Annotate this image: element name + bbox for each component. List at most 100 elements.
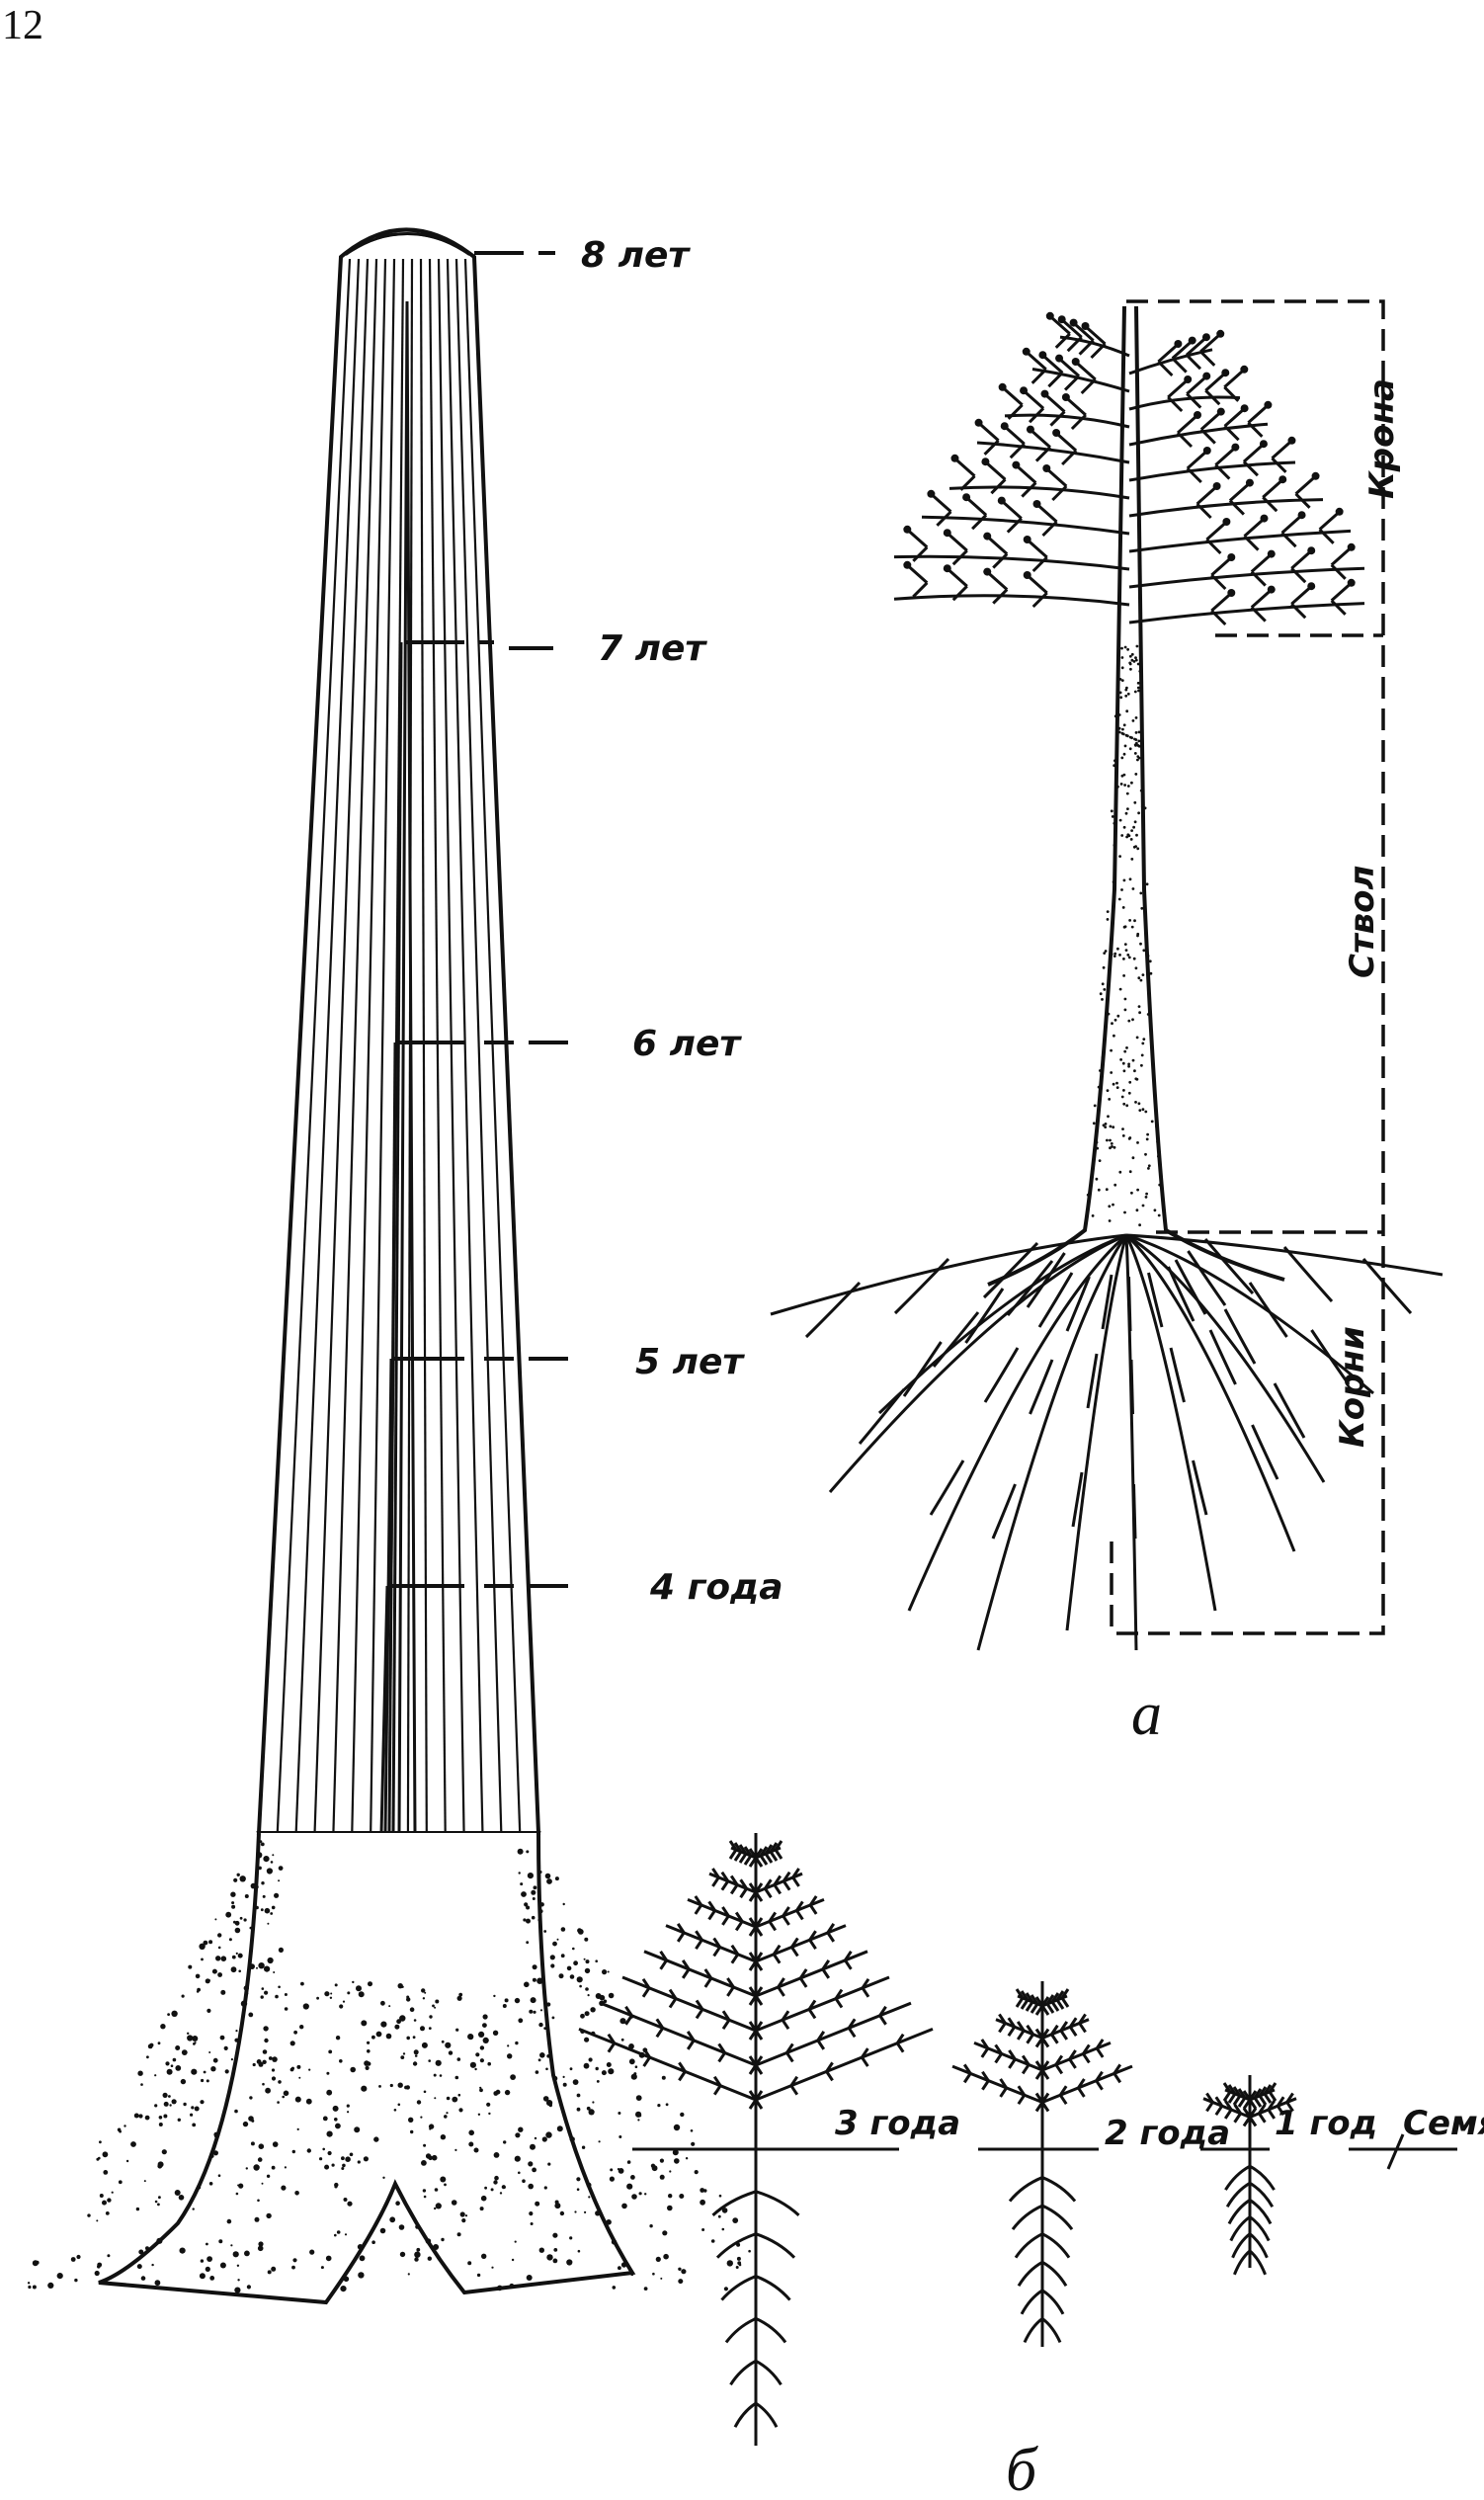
bark-dot [493, 2180, 498, 2185]
stem-dot [1126, 785, 1130, 788]
needles [994, 2043, 1003, 2064]
bark-dot [396, 2019, 401, 2025]
bark-dot [231, 1901, 235, 1905]
bark-dot [140, 2083, 143, 2086]
leaf-cluster [1042, 464, 1051, 472]
needles [768, 1911, 778, 1932]
bark-dot [626, 2183, 633, 2190]
bark-dot [367, 2061, 371, 2066]
bark-dot [514, 2240, 517, 2243]
stem-dot [1122, 1102, 1126, 1106]
bark-dot [262, 2082, 265, 2086]
needles [980, 2039, 990, 2058]
twig [1186, 451, 1206, 484]
bark-dot [440, 2134, 447, 2140]
stem-dot [1116, 663, 1120, 667]
stem-dot [1135, 1208, 1139, 1212]
bark-dot [258, 2143, 265, 2149]
stem-dot [1112, 1125, 1115, 1129]
bark-dot [574, 2278, 578, 2281]
bark-dot [572, 1947, 575, 1951]
bark-dot [552, 2232, 558, 2238]
stem-dot [1130, 736, 1133, 740]
bark-dot [577, 1929, 584, 1935]
stem-dot [1110, 941, 1113, 944]
bark-dot [177, 2118, 181, 2122]
bark-dot [340, 2286, 347, 2292]
bark-dot [586, 2182, 592, 2188]
bark-dot [278, 1947, 284, 1953]
bark-dot [529, 2009, 534, 2014]
stem-dot [1134, 744, 1137, 747]
bark-dot [735, 2266, 739, 2269]
bark-dot [606, 2219, 612, 2225]
stem-dot [1131, 1156, 1135, 1160]
needle-branch [578, 2028, 757, 2102]
bark-dot [651, 2165, 658, 2172]
root [770, 1233, 1127, 1316]
bark-dot [464, 2214, 468, 2217]
bark-dot [379, 2227, 386, 2234]
needle-branch [755, 1975, 890, 2033]
bark-dot [380, 2021, 387, 2028]
needles [1113, 2063, 1122, 2084]
bark-dot [644, 2193, 647, 2196]
twig [1086, 326, 1107, 360]
twig [1247, 405, 1268, 438]
bark-dot [347, 2201, 353, 2207]
needles [641, 1977, 651, 1998]
stem-dot [1136, 681, 1140, 685]
stem-dot [1125, 792, 1129, 795]
stem-dot [1141, 1042, 1145, 1045]
twig [1294, 476, 1315, 509]
needles [659, 1951, 668, 1970]
leaf-cluster [1311, 471, 1320, 480]
bark-dot [231, 1955, 236, 1959]
bark-dot [631, 2194, 637, 2200]
leaf-cluster [1227, 553, 1236, 561]
bark-dot [587, 1994, 590, 1997]
leaf-cluster [1221, 369, 1230, 377]
bark-dot [234, 2287, 241, 2293]
bark-dot [414, 2251, 421, 2258]
trunk-label-4: 4 года [649, 1567, 783, 1608]
bark-dot [637, 2119, 640, 2122]
stem-dot [1110, 953, 1113, 956]
needles [782, 1906, 790, 1926]
needles [721, 1906, 730, 1926]
stem-dot [1123, 925, 1127, 929]
root [1124, 1233, 1296, 1552]
bark-dot [476, 2273, 481, 2278]
bark-dot [193, 2042, 196, 2045]
trunk-label-7: 7 лет [598, 628, 707, 669]
bark-dot [175, 2065, 182, 2071]
needles [607, 2033, 617, 2053]
bark-dot [630, 2175, 635, 2180]
leaf-cluster [974, 418, 983, 427]
stem-dot [1132, 957, 1136, 960]
stem-dot [1143, 806, 1147, 810]
bark-dot [397, 2103, 401, 2107]
needles [1285, 2092, 1294, 2113]
bark-dot [205, 1978, 210, 1984]
bark-dot [461, 2218, 466, 2223]
stem-dot [1134, 656, 1137, 660]
bark-dot [412, 2061, 418, 2066]
stem-dot [1128, 919, 1131, 922]
bark-dot [180, 2078, 187, 2085]
needles [1227, 2084, 1237, 2104]
bark-dot [234, 1920, 240, 1926]
bark-dot [421, 2160, 427, 2166]
bark-dot [524, 1981, 530, 1988]
stem-dot [1113, 844, 1116, 847]
bark-dot [264, 1990, 269, 1995]
stem-dot [1131, 1058, 1135, 1062]
needles [712, 2075, 722, 2096]
stem-dot [1101, 1056, 1105, 1059]
leaf-cluster [1020, 386, 1029, 395]
bark-dot [327, 2150, 332, 2156]
bark-dot [556, 1938, 559, 1941]
bark-dot [217, 1946, 221, 1950]
bark-dot [367, 2041, 371, 2044]
bark-dot [534, 2136, 537, 2140]
